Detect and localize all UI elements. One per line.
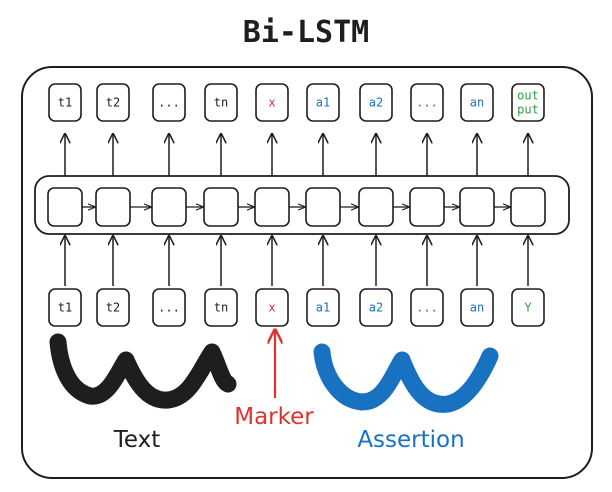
input-token-label: a2 — [369, 301, 383, 315]
lstm-cell — [409, 187, 445, 227]
output-token-box — [359, 83, 393, 122]
output-token-label: a2 — [369, 96, 383, 110]
output-token: a1 — [306, 83, 340, 122]
input-token-box — [410, 288, 444, 327]
input-token-label: tn — [214, 301, 228, 315]
output-token: an — [460, 83, 494, 122]
output-token-label: a1 — [316, 96, 330, 110]
assertion-squiggle — [313, 343, 499, 413]
input-token-label: x — [268, 301, 275, 315]
input-token-label: t1 — [58, 301, 72, 315]
output-token: t2 — [96, 83, 130, 122]
input-tokens: t1 t2... tn x a1 a2... an Y — [48, 288, 545, 327]
assertion-label: Assertion — [357, 427, 464, 453]
diagram-title: Bi-LSTM — [243, 15, 369, 50]
output-token-box — [48, 83, 82, 122]
output-token: a2 — [359, 83, 393, 122]
input-token: tn — [204, 288, 238, 327]
input-token: a2 — [359, 288, 393, 327]
lstm-cell — [459, 187, 495, 227]
input-token: t1 — [48, 288, 82, 327]
input-token: a1 — [306, 288, 340, 327]
output-token-box — [306, 83, 340, 122]
output-token-label: t1 — [58, 96, 72, 110]
output-token-box — [255, 83, 289, 122]
input-token-label: Y — [524, 301, 532, 315]
input-token-box — [306, 288, 340, 327]
lstm-cell — [510, 187, 546, 227]
marker-label: Marker — [234, 404, 314, 430]
input-token: t2 — [96, 288, 130, 327]
input-token-box — [460, 288, 494, 327]
input-token: Y — [511, 288, 545, 327]
output-token-label: tn — [214, 96, 228, 110]
lstm-layer — [34, 175, 570, 235]
input-token-box — [152, 288, 186, 327]
output-token-box — [460, 83, 494, 122]
output-token: ... — [410, 83, 444, 122]
output-token-label: an — [470, 96, 484, 110]
lstm-cell — [151, 187, 187, 227]
text-label: Text — [113, 427, 161, 453]
input-token-box — [255, 288, 289, 327]
output-token-label: t2 — [106, 96, 120, 110]
input-token-label: an — [470, 301, 484, 315]
input-token: ... — [410, 288, 444, 327]
output-token-box — [96, 83, 130, 122]
input-token-label: a1 — [316, 301, 330, 315]
lstm-cell — [47, 187, 83, 227]
output-token-label: ... — [416, 96, 438, 110]
output-token-label: ... — [158, 96, 180, 110]
input-token: x — [255, 288, 289, 327]
input-token-label: ... — [416, 301, 438, 315]
output-token-box — [410, 83, 444, 122]
output-token-box — [511, 83, 545, 122]
outer-frame — [21, 66, 593, 479]
output-token: t1 — [48, 83, 82, 122]
lstm-cell — [358, 187, 394, 227]
output-token: ... — [152, 83, 186, 122]
input-token-box — [48, 288, 82, 327]
output-token: tn — [204, 83, 238, 122]
input-token: ... — [152, 288, 186, 327]
lstm-cell — [254, 187, 290, 227]
lstm-cell — [203, 187, 239, 227]
text-squiggle — [49, 333, 237, 409]
output-token-box — [152, 83, 186, 122]
lstm-cell — [95, 187, 131, 227]
input-token: an — [460, 288, 494, 327]
output-token-box — [204, 83, 238, 122]
input-token-box — [204, 288, 238, 327]
input-token-label: t2 — [106, 301, 120, 315]
input-token-box — [96, 288, 130, 327]
input-token-box — [511, 288, 545, 327]
output-token-label: x — [268, 96, 275, 110]
input-token-label: ... — [158, 301, 180, 315]
lstm-cell — [305, 187, 341, 227]
output-token: x — [255, 83, 289, 122]
arrows — [65, 134, 528, 286]
input-token-box — [359, 288, 393, 327]
